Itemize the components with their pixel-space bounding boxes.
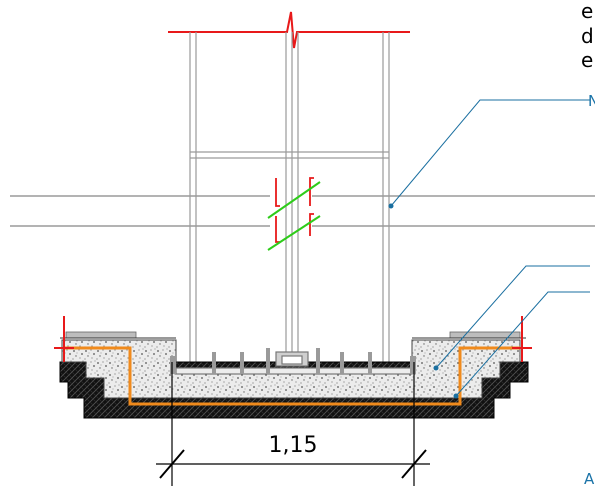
callout-partial-bottom: A [584, 470, 595, 488]
beam-break-symbol [267, 177, 321, 251]
waterproof-membrane [64, 346, 520, 406]
note-text-block: e d e [581, 0, 594, 72]
callout-partial-top: N [588, 92, 595, 110]
column-structure [189, 32, 390, 368]
horizontal-beam [10, 195, 595, 227]
leader-dots [388, 203, 459, 399]
leader-lines [390, 99, 590, 397]
note-line-3: e [581, 48, 593, 72]
dimension-label: 1,15 [269, 433, 318, 458]
top-plates [65, 331, 521, 339]
dimension-line [156, 362, 430, 486]
end-markers [54, 316, 532, 362]
base-plate-anchors [170, 348, 416, 375]
note-line-1: e [581, 0, 593, 23]
top-break-line [168, 11, 410, 49]
note-line-2: d [581, 24, 594, 48]
